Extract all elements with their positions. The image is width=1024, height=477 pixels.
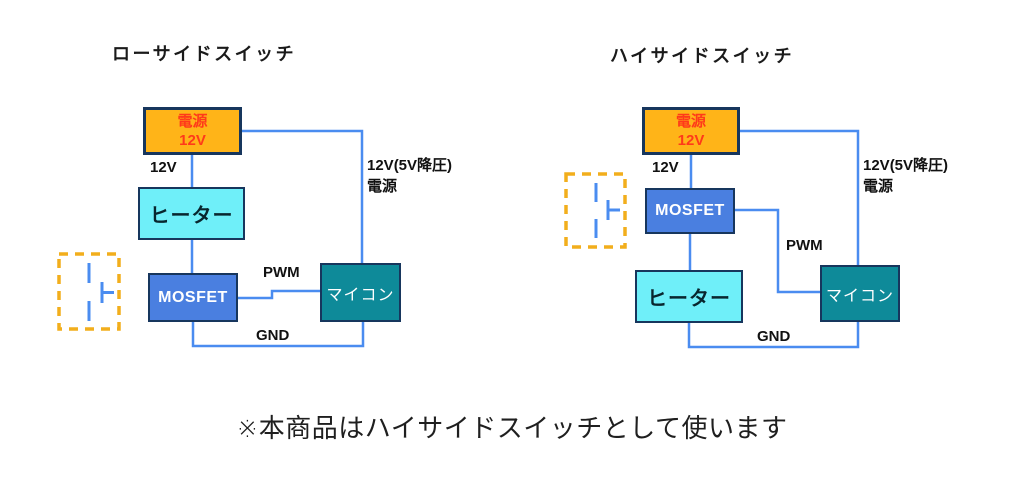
high-stepdown-label-line2: 電源 [863,178,894,195]
low-mosfet-box: MOSFET [148,273,238,322]
high-power-label-line1: 電源 [675,113,706,130]
high-side-switch-symbol-icon [564,172,627,249]
low-gnd-wire [191,322,365,348]
low-side-switch-symbol-icon [57,252,121,331]
low-mosfet-label: MOSFET [158,288,228,306]
high-stepdown-label: 12V(5V降圧) 電源 [863,155,948,197]
low-side-title: ローサイドスイッチ [112,44,297,64]
high-power-box: 電源 12V [642,107,740,155]
low-pwm-wire [238,289,320,300]
high-mosfet-box: MOSFET [645,188,735,234]
low-gnd-label: GND [256,327,290,344]
high-mosfet-label: MOSFET [655,202,725,219]
high-side-wires [687,129,860,349]
low-power-box: 電源 12V [143,107,242,155]
low-power-label-line1: 電源 [177,113,208,130]
low-micro-box: マイコン [320,263,401,322]
high-heater-label: ヒーター [647,288,731,310]
low-heater-box: ヒーター [138,187,245,240]
low-12v-label: 12V [150,159,177,176]
high-gnd-wire [687,322,860,349]
low-power-label-line2: 12V [179,132,206,149]
low-micro-label: マイコン [326,286,395,304]
low-stepdown-label: 12V(5V降圧) 電源 [367,155,452,197]
high-gnd-label: GND [757,328,791,345]
low-stepdown-label-line2: 電源 [367,178,398,195]
high-power-label-line2: 12V [677,132,705,149]
high-stepdown-label-line1: 12V(5V降圧) [863,157,949,174]
high-12v-label: 12V [652,159,679,176]
low-heater-label: ヒーター [149,205,234,227]
usage-note: ※本商品はハイサイドスイッチとして使います [236,413,788,443]
high-heater-box: ヒーター [635,270,743,323]
high-pwm-label: PWM [786,237,823,254]
low-stepdown-label-line1: 12V(5V降圧) [367,157,453,174]
high-micro-box: マイコン [820,265,900,322]
high-12v-stepdown-rail-wire [740,129,860,265]
high-side-title: ハイサイドスイッチ [610,46,795,66]
high-pwm-wire [735,208,820,294]
low-pwm-label: PWM [263,264,300,281]
low-12v-stepdown-rail-wire [242,129,364,263]
low-side-wires [190,129,365,348]
high-micro-label: マイコン [825,287,894,305]
